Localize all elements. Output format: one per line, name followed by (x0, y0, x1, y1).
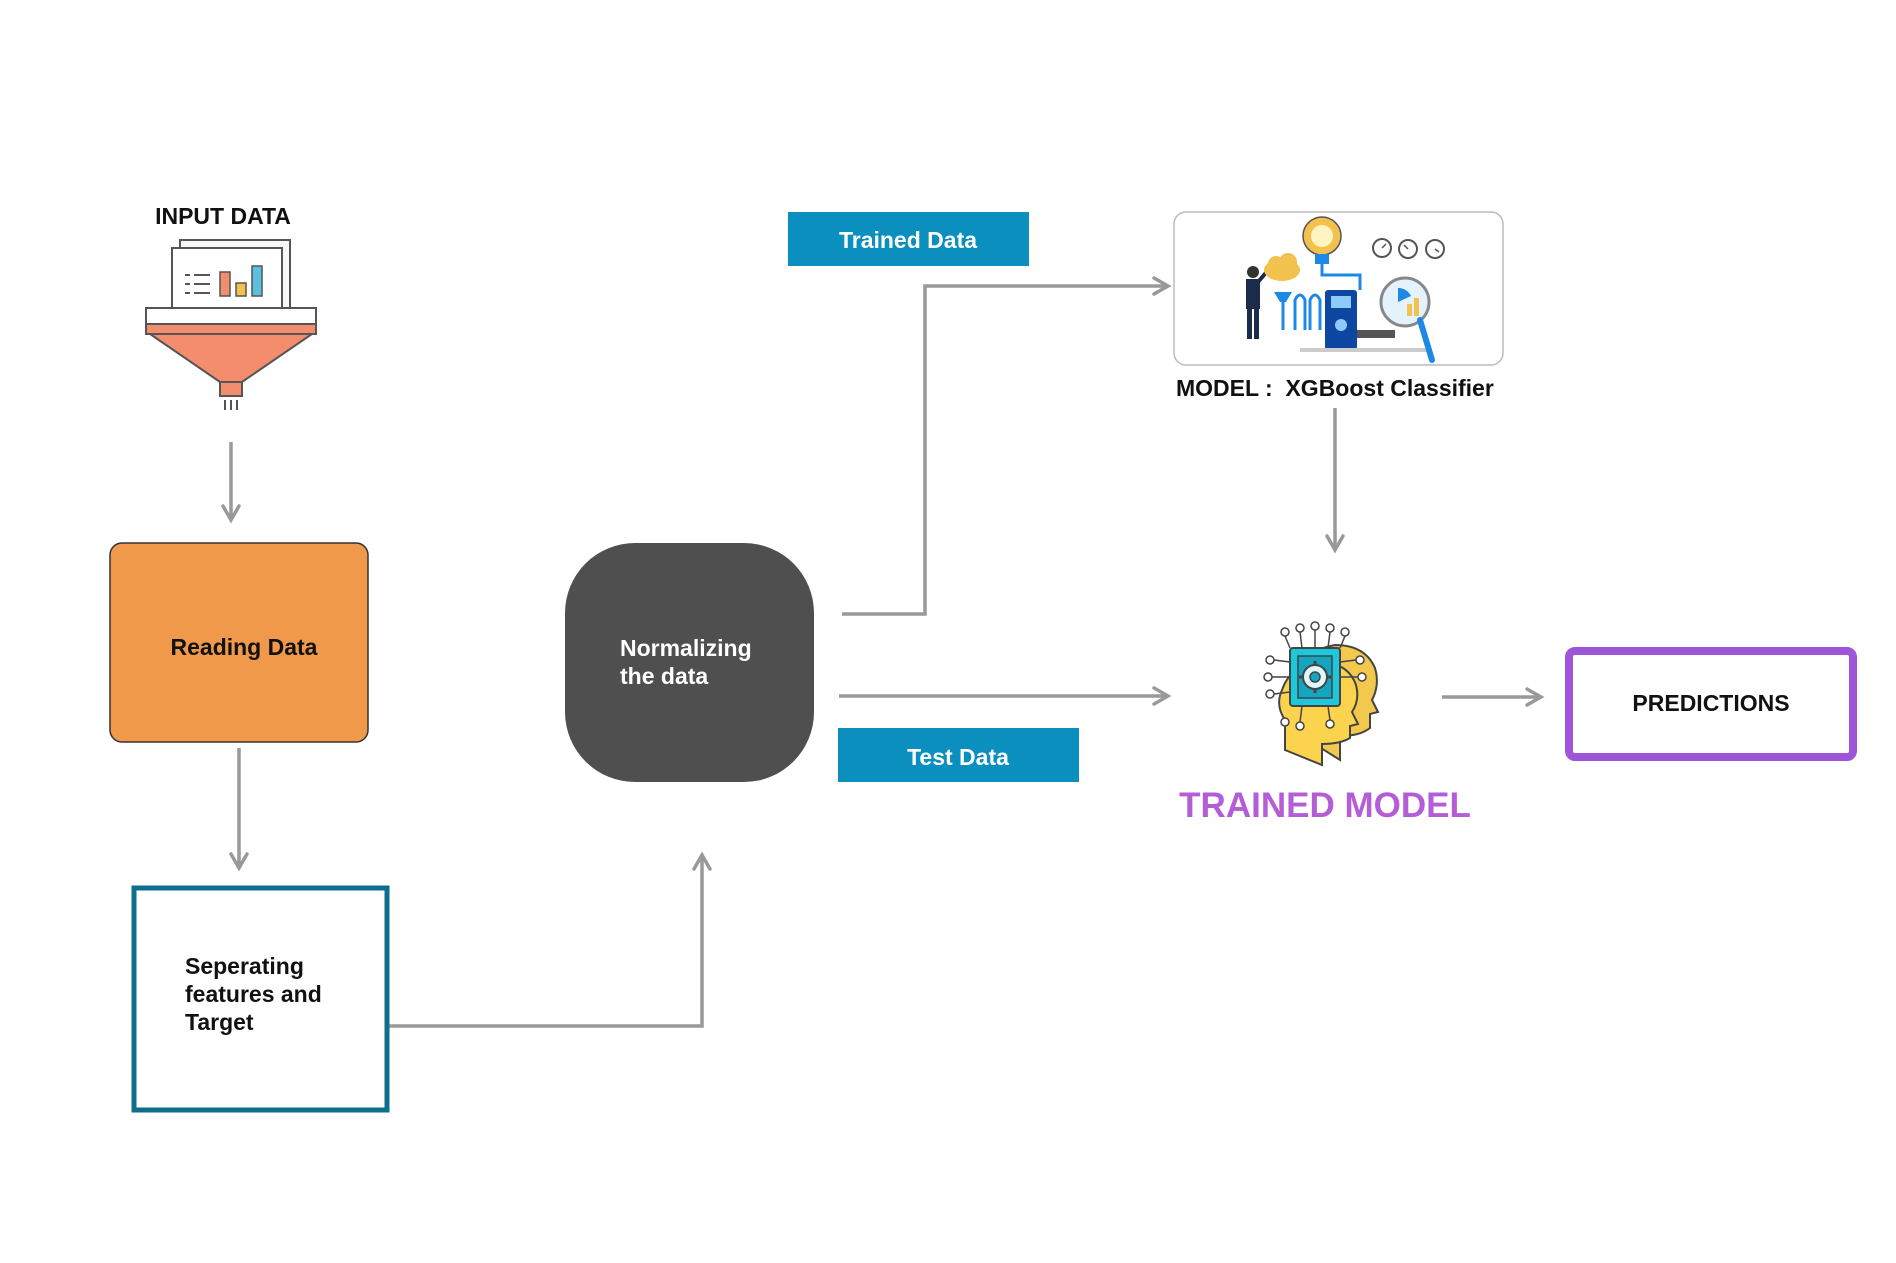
test-data-chip (838, 728, 1079, 782)
reading-data-label: Reading Data (171, 634, 318, 660)
model-label: MODEL : XGBoost Classifier (1176, 375, 1494, 401)
separating-box (131, 885, 390, 1113)
reading-data-box (109, 542, 369, 743)
test-data-label: Test Data (907, 744, 1009, 770)
trained-data-chip (788, 212, 1029, 266)
arrow-normalizing-to-model (842, 276, 1172, 616)
connectors (221, 276, 1545, 1028)
ai-head-chip-icon (1263, 621, 1380, 767)
predictions-label: PREDICTIONS (1632, 690, 1789, 716)
funnel-chart-icon (145, 239, 317, 410)
trained-model-label: TRAINED MODEL (1179, 786, 1471, 825)
predictions-box (1565, 647, 1857, 761)
normalizing-label: Normalizing the data (620, 635, 758, 689)
separating-label: Seperating features and Target (185, 953, 328, 1035)
input-data-label: INPUT DATA (155, 203, 291, 229)
data-machine-illustration (1173, 211, 1504, 366)
normalizing-box (565, 543, 814, 782)
trained-data-label: Trained Data (839, 227, 977, 253)
arrow-separating-to-normalizing (388, 851, 712, 1028)
